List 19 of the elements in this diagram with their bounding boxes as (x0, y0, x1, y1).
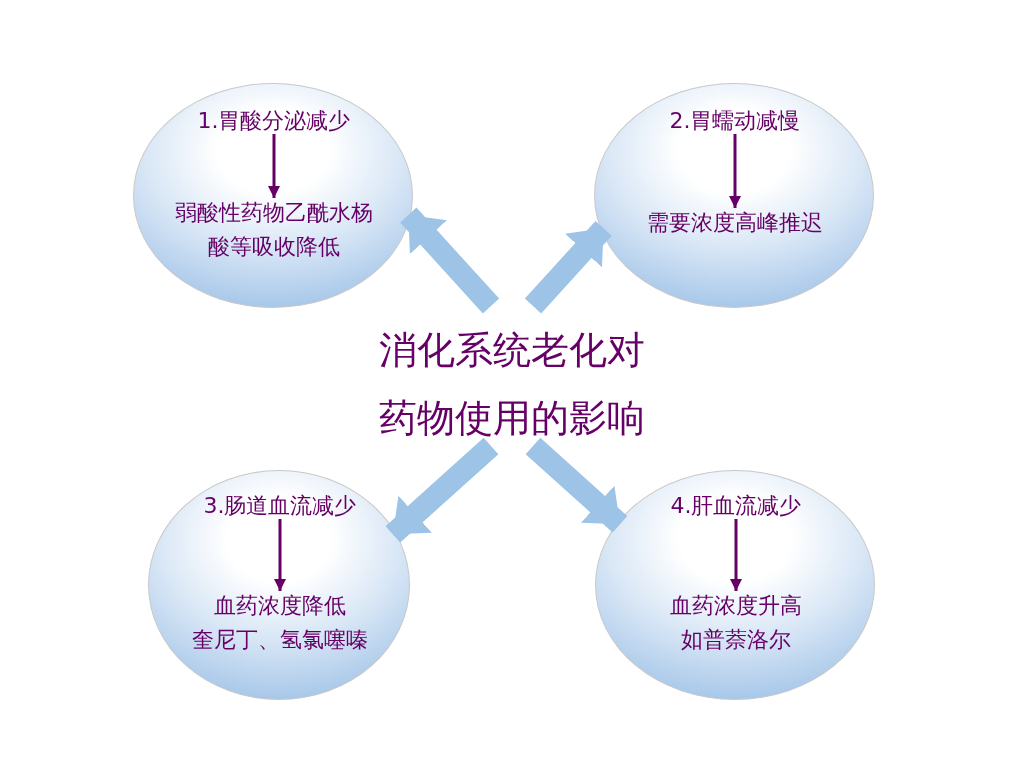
arrow (400, 207, 500, 314)
body-text: 如普萘洛尔 (680, 626, 792, 654)
heading-text: 3.肠道血流减少 (149, 489, 411, 523)
arrow (525, 437, 628, 533)
arrow (524, 220, 612, 314)
body-text: 需要浓度高峰推迟 (643, 206, 827, 240)
body-text: 弱酸性药物乙酰水杨酸等吸收降低 (174, 196, 374, 264)
arrow (268, 134, 280, 198)
title-text: 消化系统老化对药物使用的影响 (362, 300, 662, 452)
arrow (729, 134, 741, 208)
body-text: 奎尼丁、氢氯噻嗪 (191, 626, 369, 654)
arrow (274, 519, 286, 591)
body-text: 血药浓度降低 (213, 592, 347, 620)
heading-text: 4.肝血流减少 (596, 489, 876, 523)
heading-text: 2.胃蠕动减慢 (595, 104, 875, 138)
arrow (385, 437, 499, 543)
body-text: 血药浓度升高 (669, 592, 803, 620)
heading-text: 1.胃酸分泌减少 (134, 104, 414, 138)
arrow (730, 519, 742, 591)
